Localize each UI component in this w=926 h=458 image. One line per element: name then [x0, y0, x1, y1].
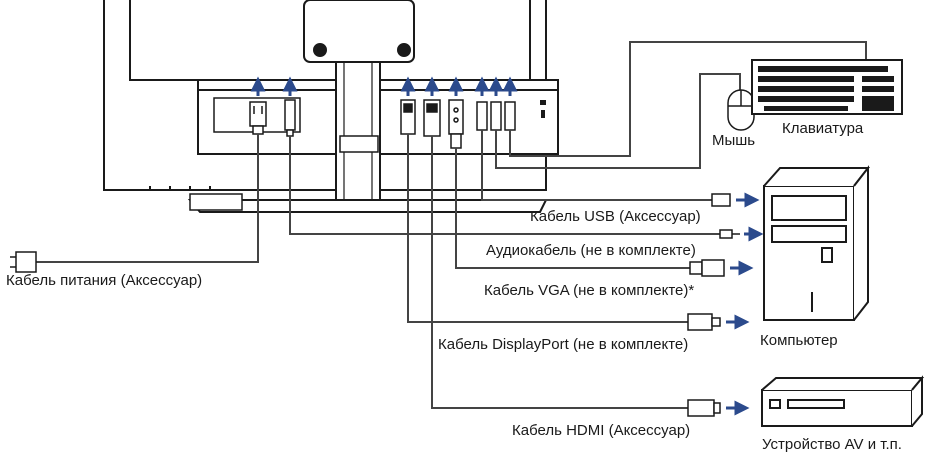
power-cable-label: Кабель питания (Аксессуар): [6, 272, 203, 289]
keyboard-icon: [751, 59, 903, 115]
cables: [36, 41, 867, 409]
power-plug: [249, 101, 267, 135]
keyboard-label: Клавиатура: [782, 120, 864, 137]
hdmi-cable-label: Кабель HDMI (Аксессуар): [512, 422, 691, 439]
displayport-cable-label: Кабель DisplayPort (не в комплекте): [438, 336, 689, 353]
usb-cable-label: Кабель USB (Аксессуар): [530, 208, 701, 225]
vga-connector: [448, 99, 464, 149]
computer-label: Компьютер: [760, 332, 838, 349]
audio-cable-label: Аудиокабель (не в комплекте): [486, 242, 696, 259]
monitor-connectors: [249, 99, 516, 149]
audio-jack: [284, 99, 296, 137]
usb-connector: [476, 101, 516, 131]
device-arrows: [726, 192, 764, 416]
power-plug-end: [10, 251, 37, 273]
computer-tower-icon: [763, 165, 871, 321]
monitor-back: [103, 0, 559, 213]
mouse-label: Мышь: [712, 132, 756, 149]
lock-icon: [540, 100, 546, 118]
vga-cable-label: Кабель VGA (не в комплекте)*: [484, 282, 695, 299]
cable-end-connectors: [687, 193, 740, 417]
av-device-label: Устройство AV и т.п.: [762, 436, 902, 453]
port-arrows: [250, 76, 518, 96]
mouse-icon: [727, 89, 755, 131]
av-device-icon: [761, 375, 925, 427]
displayport-connector: [400, 99, 416, 135]
hdmi-connector: [423, 99, 441, 137]
